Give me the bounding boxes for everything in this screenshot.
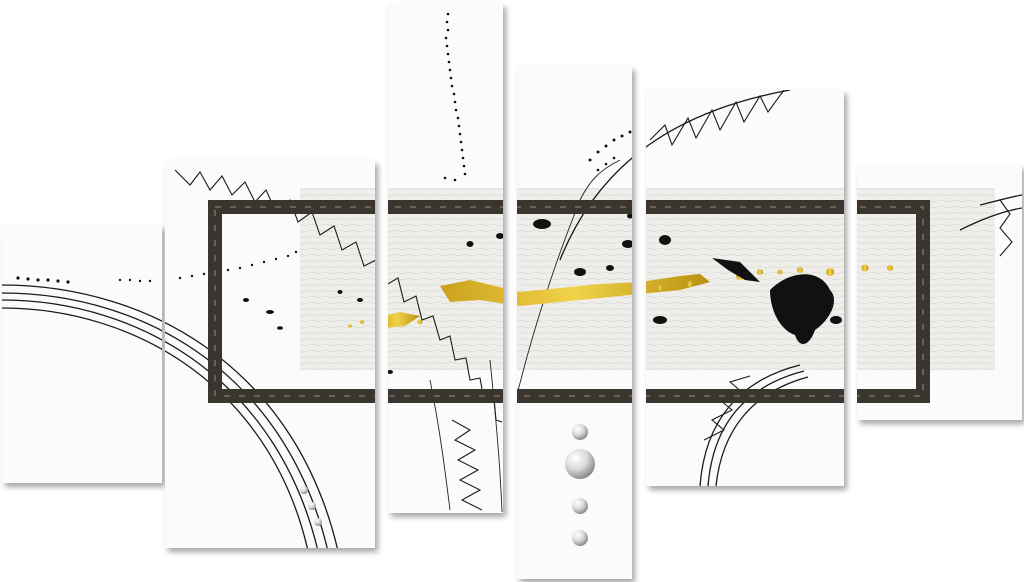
marble-frame [208,200,930,403]
paper-band [300,188,995,370]
pearl-drops [300,424,595,546]
dotted-trails [16,12,632,284]
ink-splatter [243,213,842,374]
panel-1 [2,225,162,483]
